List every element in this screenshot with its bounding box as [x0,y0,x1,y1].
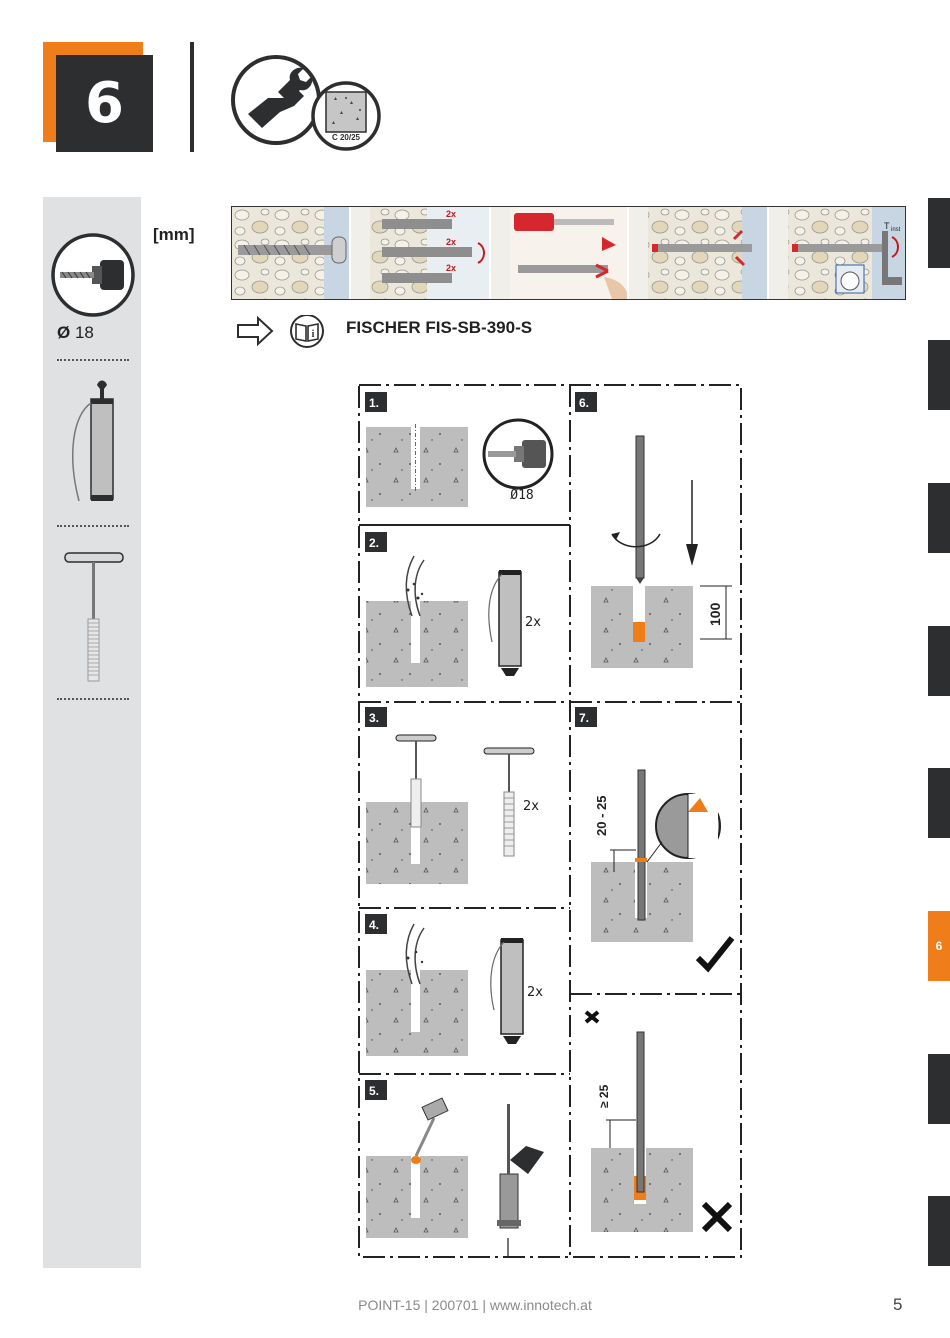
process-photo-illustration: 2x 2x 2x T inst [232,207,905,299]
step-2-label: 2. [365,532,387,552]
check-mark-icon [695,936,735,973]
chapter-tab-5[interactable] [928,768,950,838]
drill-diameter: Ø 18 [57,323,94,343]
step-1-diameter: Ø18 [510,488,533,503]
step-2-blow-out: 2x [366,555,541,687]
blow-pump-icon [72,380,114,502]
step-6-label: 6. [575,392,597,412]
step-7-correct: 20 - 25 [591,769,735,973]
step-7-min: ≥ 25 [597,1084,611,1108]
chapter-number: 6 [56,55,153,152]
step-5-label: 5. [365,1080,387,1100]
chapter-tab-2[interactable] [928,340,950,410]
see-manual-row: i [237,315,324,348]
diameter-value: 18 [74,323,94,342]
chapter-tab-1[interactable] [928,198,950,268]
cleaning-brush-icon [64,552,124,682]
unit-label: [mm] [153,225,195,244]
installation-steps-grid: 1. 2. 3. 4. 5. 6. 7. Ø18 2x 2 [358,384,742,1258]
sidebar-divider [57,525,129,527]
step-4-number: 4. [369,918,379,932]
step-3-brush: 2x [366,734,539,884]
step-2-count: 2x [525,615,541,630]
strip-count-2: 2x [446,237,456,247]
arrow-right-icon [237,315,274,347]
manual-book-icon: i [290,315,324,348]
cross-icon [701,1201,733,1233]
drill-bit-icon [51,233,135,317]
step-1-number: 1. [369,396,379,410]
strip-count-1: 2x [446,209,456,219]
torque-subscript: inst [891,227,901,233]
step-7-number: 7. [579,711,589,725]
step-3-count: 2x [523,799,539,814]
chapter-tabs: 6 [928,0,950,1338]
sidebar-divider [57,359,129,361]
step-7-protrusion: 20 - 25 [594,796,609,836]
installation-icon: C 20/25 [231,55,381,151]
footer-text: POINT-15 | 200701 | www.innotech.at [358,1297,592,1313]
step-1-label: 1. [365,392,387,412]
step-6-depth: 100 [707,602,723,626]
svg-text:i: i [312,329,315,340]
cross-small-icon [584,1010,600,1024]
tools-sidebar: Ø 18 [43,197,141,1268]
step-7-wrong: ≥ 25 [584,1010,733,1233]
step-3-number: 3. [369,711,379,725]
chapter-tab-8[interactable] [928,1196,950,1266]
step-6-number: 6. [579,396,589,410]
strip-count-3: 2x [446,263,456,273]
step-4-blow-out: 2x [366,923,543,1056]
chapter-tab-7[interactable] [928,1054,950,1124]
sidebar-divider [57,698,129,700]
process-photo-strip: 2x 2x 2x T inst [231,206,906,300]
step-3-label: 3. [365,707,387,727]
step-5-number: 5. [369,1084,379,1098]
step-2-number: 2. [369,536,379,550]
chapter-tab-6[interactable]: 6 [928,911,950,981]
step-6-insert-rod: 100 [591,435,732,668]
step-4-count: 2x [527,985,543,1000]
chapter-tab-4[interactable] [928,626,950,696]
chapter-tab-3[interactable] [928,483,950,553]
step-7-label: 7. [575,707,597,727]
header-divider [190,42,194,152]
torque-label: T [884,221,890,231]
product-name: FISCHER FIS-SB-390-S [346,318,533,337]
concrete-grade-label: C 20/25 [332,133,361,142]
diameter-symbol: Ø [57,323,71,342]
step-1-drill-hole: Ø18 [366,418,554,507]
page-number: 5 [893,1295,903,1314]
step-4-label: 4. [365,914,387,934]
step-5-inject [366,1097,544,1256]
